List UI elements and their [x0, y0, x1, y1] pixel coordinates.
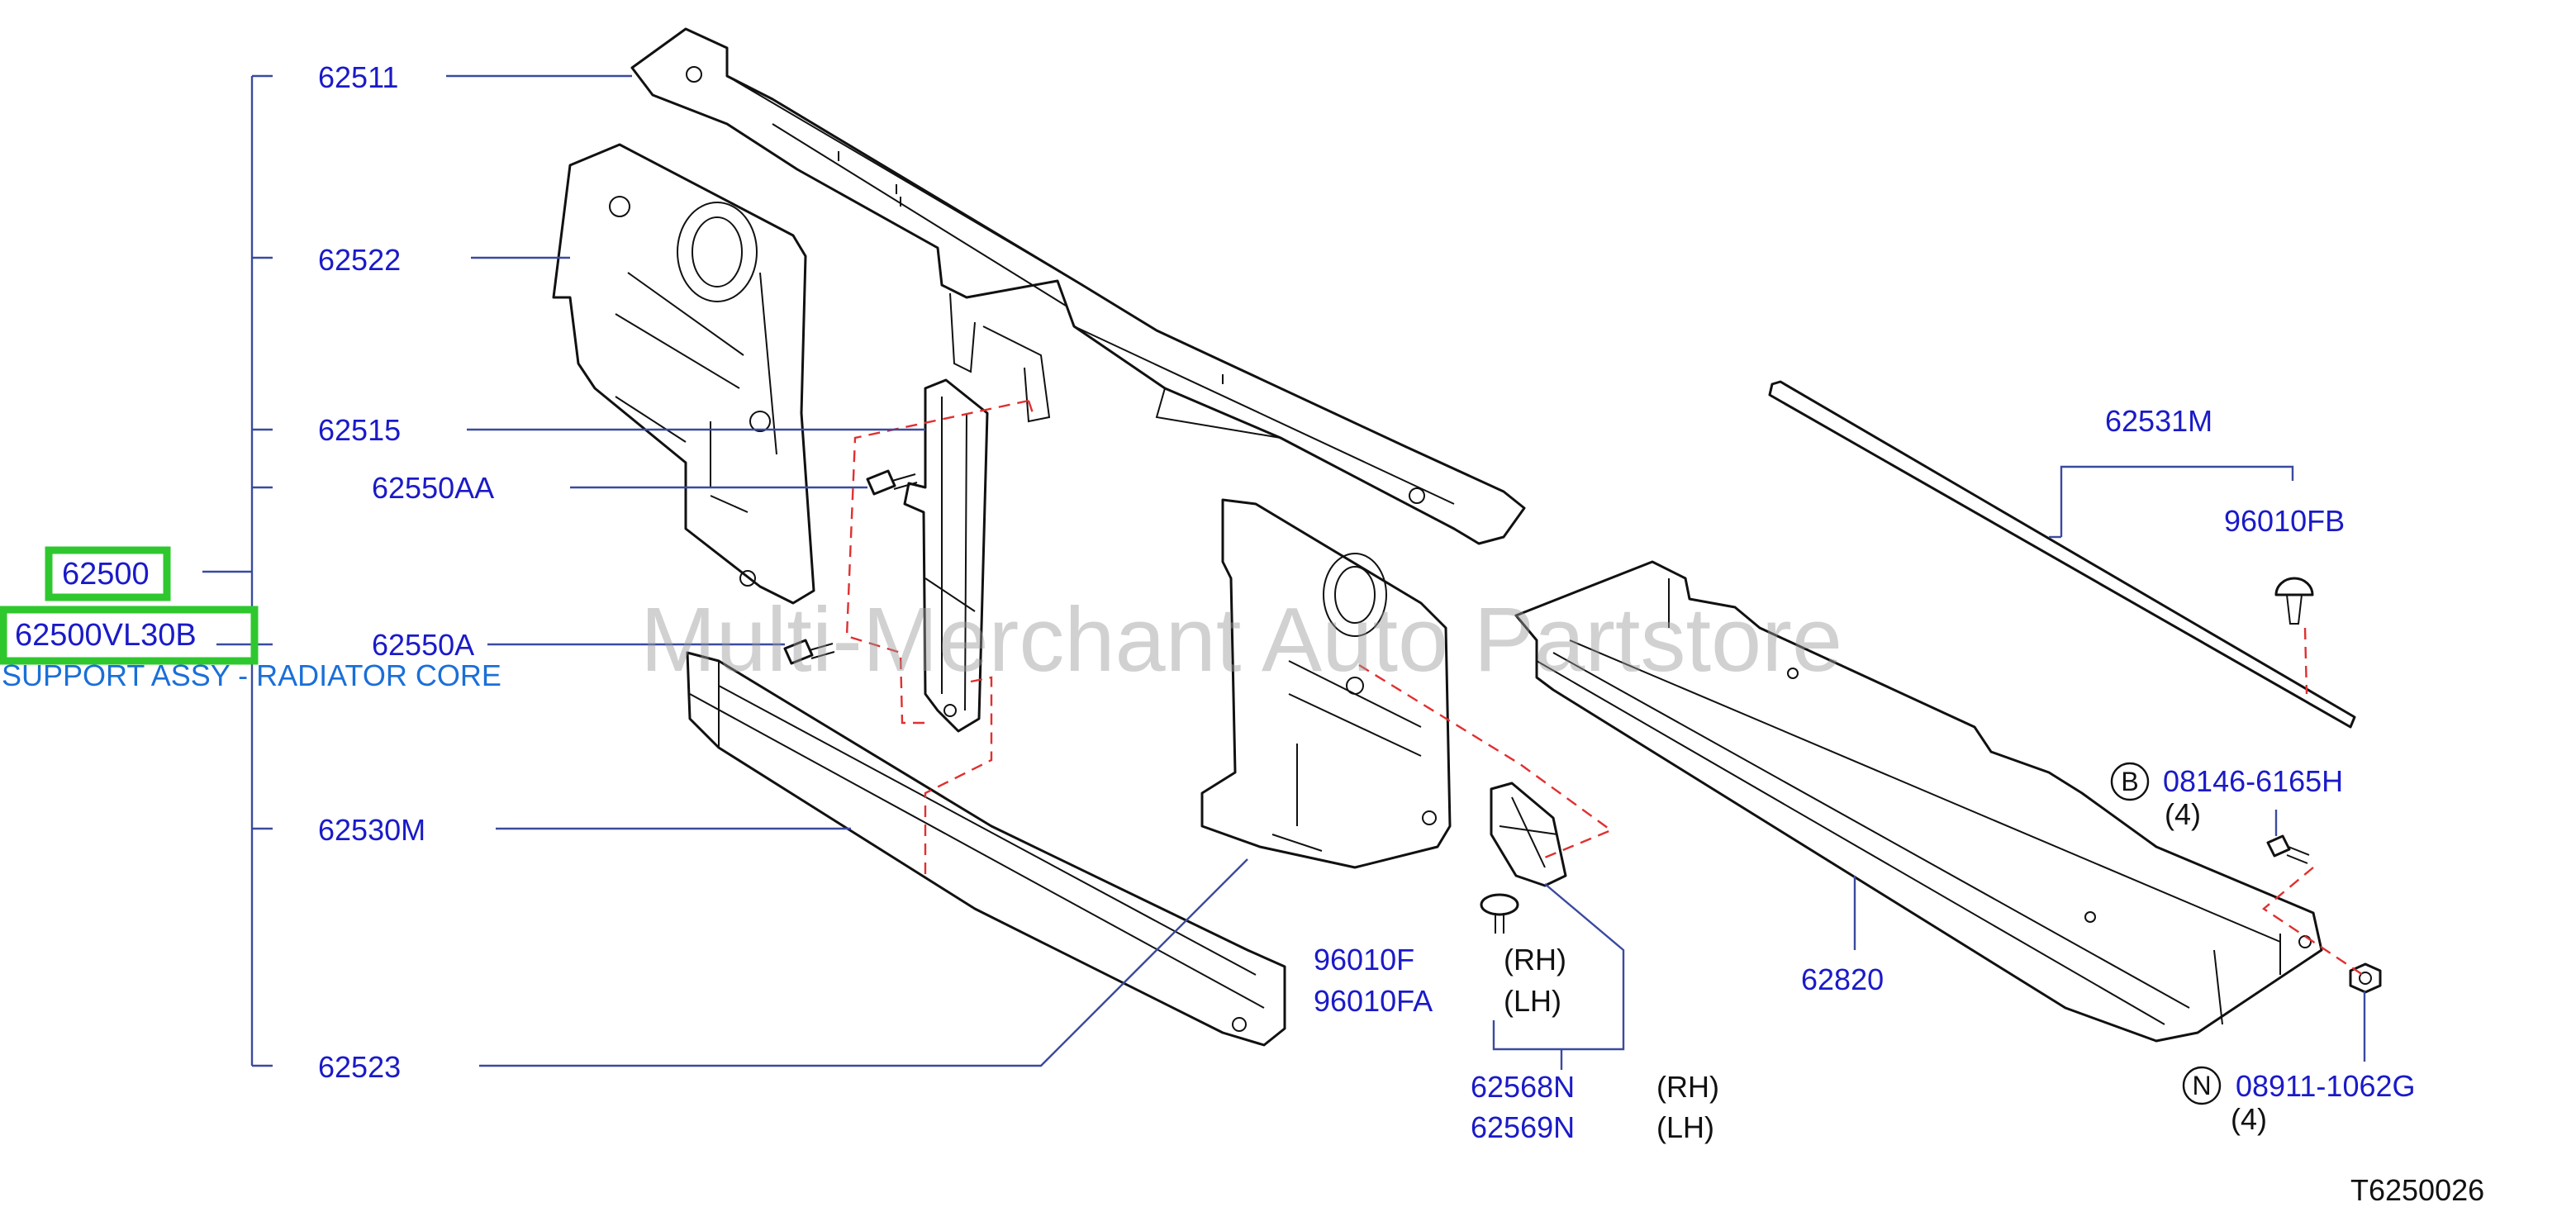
bolt-marker-letter: B [2121, 767, 2138, 796]
callout-62515[interactable]: 62515 [318, 413, 401, 447]
bolt-62550A-drawing [783, 639, 835, 665]
right-side-panel-drawing [1200, 498, 1452, 869]
side-lh-96010FA: (LH) [1504, 984, 1561, 1018]
callout-62568N[interactable]: 62568N [1471, 1070, 1575, 1104]
callout-96010FA[interactable]: 96010FA [1314, 984, 1433, 1018]
callout-62511[interactable]: 62511 [318, 60, 398, 94]
clip-96010F-drawing [1480, 893, 1519, 934]
part-number-highlight [45, 546, 171, 601]
callout-62531M[interactable]: 62531M [2105, 404, 2212, 438]
bolt-08146-drawing [2266, 834, 2310, 864]
callout-62523[interactable]: 62523 [318, 1050, 401, 1084]
upper-core-support-drawing [630, 27, 1526, 545]
side-rh-96010F: (RH) [1504, 943, 1566, 977]
bolt-marker-circle [2110, 762, 2150, 801]
lower-crossmember-drawing [686, 651, 1286, 1047]
oem-number-label[interactable]: 62500VL30B [15, 618, 197, 653]
callout-08911-1062G[interactable]: 08911-1062G [2236, 1069, 2416, 1103]
nut-marker-letter: N [2192, 1071, 2211, 1100]
callout-62550A[interactable]: 62550A [372, 628, 474, 662]
side-lh-62569N: (LH) [1656, 1110, 1714, 1144]
seal-plate-drawing [1490, 782, 1567, 887]
callout-62530M[interactable]: 62530M [318, 813, 425, 847]
nut-08911-drawing [2349, 962, 2382, 994]
leader-lines [202, 74, 2366, 1070]
oem-number-highlight [0, 606, 259, 665]
side-rh-62568N: (RH) [1656, 1070, 1719, 1104]
callout-96010FB[interactable]: 96010FB [2224, 504, 2345, 538]
qty-08146: (4) [2165, 797, 2201, 831]
callout-96010F[interactable]: 96010F [1314, 943, 1414, 977]
bolt-62550AA-drawing [866, 469, 918, 496]
callout-62550AA[interactable]: 62550AA [372, 471, 494, 505]
drawing-id: T6250026 [2350, 1173, 2484, 1207]
watermark: Multi-Merchant Auto Partstore [640, 589, 1842, 691]
qty-08911: (4) [2231, 1102, 2267, 1136]
callout-62500[interactable]: 62500 [62, 557, 150, 592]
center-stay-drawing [903, 378, 989, 733]
callout-08146-6165H[interactable]: 08146-6165H [2163, 764, 2343, 798]
left-side-panel-drawing [552, 143, 815, 605]
callout-62522[interactable]: 62522 [318, 243, 401, 277]
clip-96010FB-drawing [2274, 577, 2314, 625]
seal-strip-drawing [1768, 380, 2356, 729]
assembly-dashed-lines [845, 399, 2364, 976]
callout-62569N[interactable]: 62569N [1471, 1110, 1575, 1144]
callout-62820[interactable]: 62820 [1801, 962, 1884, 996]
nut-marker-circle [2182, 1066, 2222, 1105]
under-cover-drawing [1514, 560, 2323, 1043]
part-description: SUPPORT ASSY - RADIATOR CORE [2, 658, 501, 692]
